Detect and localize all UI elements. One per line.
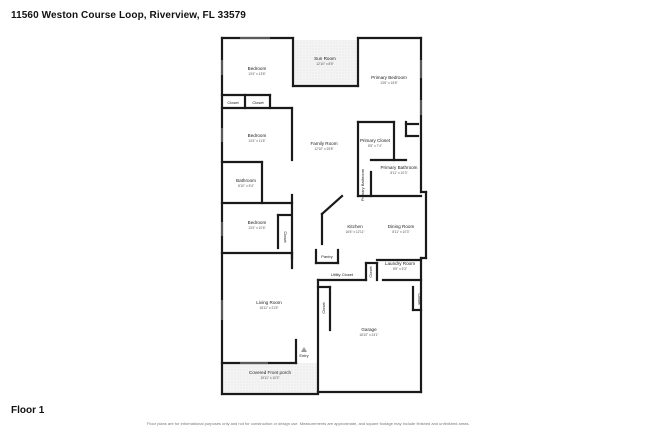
room-covered-front-porch-dims: 19'11" x 10'3" [260,376,279,380]
room-family-room: Family Room [310,141,337,146]
page-title: 11560 Weston Course Loop, Riverview, FL … [11,10,246,21]
room-utility-closet: Utility Closet [331,272,354,277]
room-pantry: Pantry [321,254,333,259]
room-kitchen-dims: 16'6" x 12'11" [345,230,364,234]
room-laundry-room-dims: 8'5" x 5'3" [393,267,407,271]
room-primary-bedroom-dims: 13'6" x 16'5" [380,81,397,85]
room-entry: Entry [299,353,308,358]
room-closet-c: Closet [283,231,288,243]
entry-arrow-icon [301,347,307,352]
room-covered-front-porch: Covered Front porch [249,370,292,375]
room-bedroom-3: Bedroom [248,220,267,225]
room-closet-e: Closet [321,301,326,313]
room-bathroom: Bathroom [236,178,256,183]
room-primary-bedroom: Primary Bedroom [371,75,407,80]
room-dining-room: Dining Room [388,224,415,229]
disclaimer-text: Floor plans are for informational purpos… [147,421,470,426]
room-kitchen: Kitchen [347,224,363,229]
room-bedroom-2: Bedroom [248,133,267,138]
room-bedroom-2-dims: 13'4" x 11'6" [248,139,265,143]
room-bedroom-3-dims: 13'4" x 10'6" [248,226,265,230]
room-closet-a: Closet [227,100,239,105]
room-living-room: Living Room [256,300,282,305]
room-bedroom-1-dims: 13'4" x 13'6" [248,72,265,76]
room-primary-closet: Primary Closet [360,138,391,143]
room-dining-room-dims: 8'11" x 10'3" [392,230,409,234]
room-closet-d: Closet [368,265,373,277]
room-closet-f: Closet [417,293,422,305]
sunroom-hatch [293,40,358,85]
room-primary-closet-dims: 8'5" x 7'4" [368,144,382,148]
room-sun-room-dims: 12'10" x 8'5" [316,62,333,66]
room-bathroom-dims: 8'10" x 5'4" [238,184,254,188]
porch-hatch [222,363,318,395]
room-garage-dims: 18'10" x 24'1" [359,333,378,337]
floor-label: Floor 1 [11,405,45,416]
room-primary-bathroom: Primary Bathroom [380,165,417,170]
room-living-room-dims: 18'11" x 21'5" [259,306,278,310]
room-bedroom-1: Bedroom [248,66,267,71]
room-sun-room: Sun Room [314,56,336,61]
windows [221,37,422,364]
room-family-room-dims: 12'10" x 25'8" [314,147,333,151]
walls [220,36,428,396]
room-primary-bathroom-dims: 8'11" x 10'3" [390,171,407,175]
room-closet-b: Closet [252,100,264,105]
room-laundry-room: Laundry Room [385,261,415,266]
room-garage: Garage [361,327,377,332]
room-primary-bathroom-2: Primary Bathroom [360,168,365,201]
